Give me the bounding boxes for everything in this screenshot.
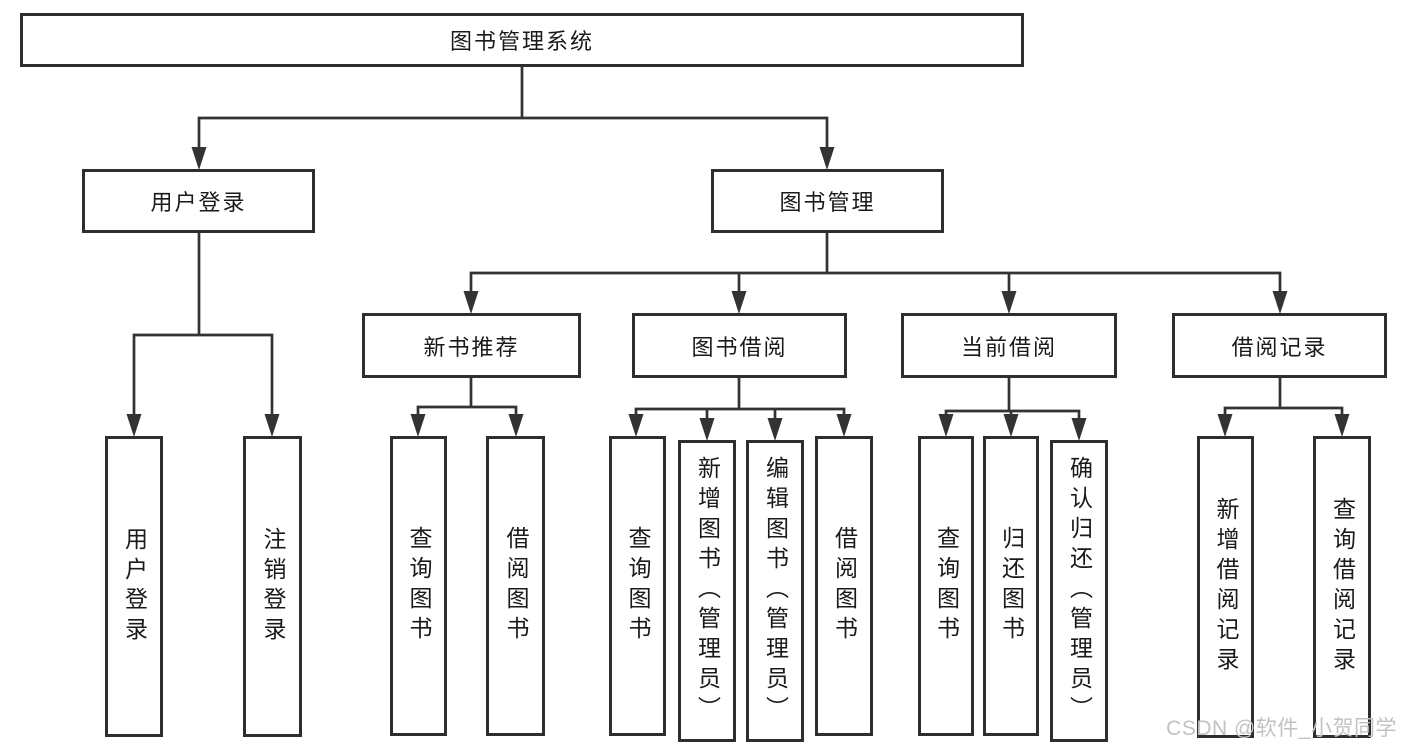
- tree-line-paths: [132, 65, 1344, 422]
- node-borrow-records: 借阅记录: [1172, 313, 1387, 378]
- node-book-borrow: 图书借阅: [632, 313, 847, 378]
- leaf-newbook-borrow-books: 借阅图书: [486, 436, 545, 736]
- leaf-logout-login: 注销登录: [243, 436, 302, 737]
- leaf-current-return-books: 归还图书: [983, 436, 1039, 736]
- leaf-borrow-query-books: 查询图书: [609, 436, 666, 736]
- leaf-user-login: 用户登录: [105, 436, 163, 737]
- leaf-records-add-record: 新增借阅记录: [1197, 436, 1254, 738]
- node-current-borrow: 当前借阅: [901, 313, 1117, 378]
- leaf-borrow-add-books-admin: 新增图书（管理员）: [678, 440, 736, 742]
- leaf-current-confirm-return-admin: 确认归还（管理员）: [1050, 440, 1108, 742]
- csdn-watermark: CSDN @软件_小贺同学: [1166, 717, 1397, 740]
- leaf-current-query-books: 查询图书: [918, 436, 974, 736]
- leaf-newbook-query-books: 查询图书: [390, 436, 447, 736]
- node-user-login: 用户登录: [82, 169, 315, 233]
- node-root: 图书管理系统: [20, 13, 1024, 67]
- node-new-book-recommend: 新书推荐: [362, 313, 581, 378]
- node-book-management: 图书管理: [711, 169, 944, 233]
- arrowheads: [126, 147, 1350, 441]
- leaf-records-query-record: 查询借阅记录: [1313, 436, 1371, 738]
- leaf-borrow-borrow-books: 借阅图书: [815, 436, 873, 736]
- leaf-borrow-edit-books-admin: 编辑图书（管理员）: [746, 440, 804, 742]
